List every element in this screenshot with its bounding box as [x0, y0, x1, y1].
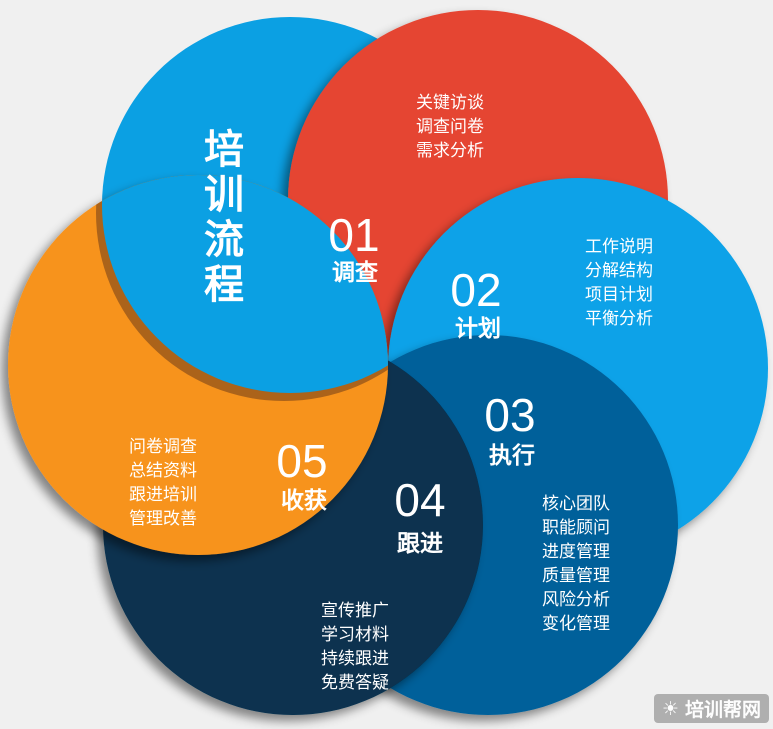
svg-text:项目计划: 项目计划 [585, 285, 653, 305]
svg-text:问卷调查: 问卷调查 [129, 437, 197, 457]
svg-text:程: 程 [204, 262, 244, 308]
step-01-items: 关键访谈 调查问卷 需求分析 [416, 93, 484, 161]
svg-text:分解结构: 分解结构 [585, 261, 653, 281]
svg-text:职能顾问: 职能顾问 [542, 518, 610, 538]
sun-face-icon: ☀ [661, 697, 679, 720]
svg-text:变化管理: 变化管理 [542, 614, 610, 634]
step-05-label: 收获 [281, 487, 327, 514]
step-03-items: 核心团队 职能顾问 进度管理 质量管理 风险分析 变化管理 [542, 494, 610, 634]
svg-text:调查问卷: 调查问卷 [416, 117, 484, 137]
step-04-number: 04 [394, 474, 445, 526]
svg-text:进度管理: 进度管理 [542, 542, 610, 562]
svg-text:总结资料: 总结资料 [129, 461, 197, 481]
svg-text:宣传推广: 宣传推广 [321, 601, 389, 621]
svg-text:管理改善: 管理改善 [129, 509, 197, 529]
svg-text:平衡分析: 平衡分析 [585, 309, 653, 329]
svg-text:免费答疑: 免费答疑 [321, 673, 389, 693]
step-04-label: 跟进 [397, 531, 443, 557]
step-03-number: 03 [484, 389, 535, 441]
svg-text:流: 流 [204, 217, 244, 263]
title-vertical: 培 训 流 程 [204, 127, 244, 308]
watermark: ☀ 培训帮网 [653, 694, 769, 723]
svg-text:训: 训 [204, 172, 244, 218]
step-02-number: 02 [450, 264, 501, 316]
step-05-number: 05 [276, 435, 327, 487]
step-03-label: 执行 [489, 442, 535, 469]
svg-text:持续跟进: 持续跟进 [321, 649, 389, 669]
svg-text:工作说明: 工作说明 [585, 237, 653, 257]
step-02-label: 计划 [455, 316, 501, 342]
svg-text:质量管理: 质量管理 [542, 566, 610, 586]
svg-text:需求分析: 需求分析 [416, 141, 484, 161]
step-01-label: 调查 [332, 260, 378, 286]
watermark-text: 培训帮网 [684, 699, 761, 721]
step-05-items: 问卷调查 总结资料 跟进培训 管理改善 [129, 437, 197, 529]
step-04-items: 宣传推广 学习材料 持续跟进 免费答疑 [321, 601, 389, 693]
step-02-items: 工作说明 分解结构 项目计划 平衡分析 [585, 237, 653, 329]
svg-text:跟进培训: 跟进培训 [129, 485, 197, 505]
svg-text:风险分析: 风险分析 [542, 590, 610, 610]
svg-text:学习材料: 学习材料 [321, 625, 389, 645]
svg-text:关键访谈: 关键访谈 [416, 93, 484, 113]
svg-text:培: 培 [204, 127, 244, 173]
svg-text:核心团队: 核心团队 [542, 494, 610, 514]
step-01-number: 01 [328, 209, 379, 261]
